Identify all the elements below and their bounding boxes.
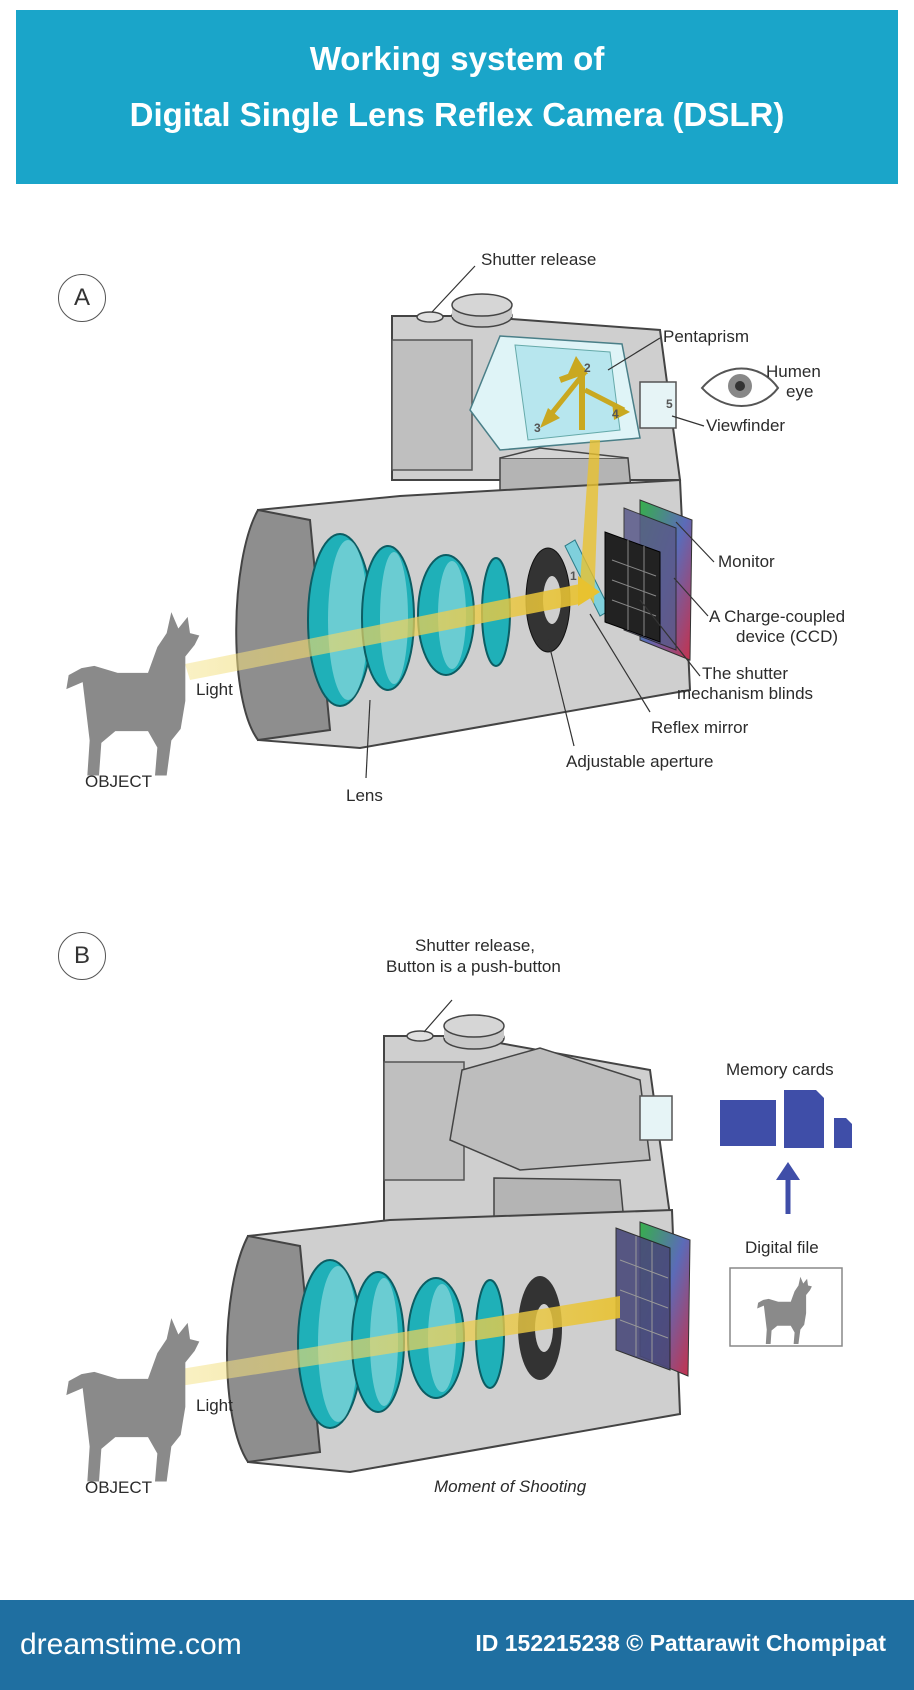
arrow-up-icon (776, 1162, 800, 1214)
path-number-4: 4 (612, 407, 619, 421)
footer-credit: ID 152215238 © Pattarawit Chompipat (475, 1630, 886, 1656)
path-number-2: 2 (584, 361, 591, 375)
path-number-3: 3 (534, 421, 541, 435)
label-monitor: Monitor (718, 552, 775, 571)
title-banner (16, 10, 898, 184)
leader-lines-a (365, 265, 715, 779)
title-line-1: Working system of (309, 40, 605, 77)
label-shutter-blinds-1: The shutter (702, 664, 788, 683)
label-lens: Lens (346, 786, 383, 805)
title-line-2: Digital Single Lens Reflex Camera (DSLR) (129, 96, 785, 133)
label-object-b: OBJECT (85, 1478, 153, 1497)
label-digital-file: Digital file (745, 1238, 819, 1257)
camera-a (185, 293, 693, 750)
label-ccd-2: device (CCD) (736, 627, 839, 646)
label-shutter-blinds-2: mechanism blinds (677, 684, 814, 703)
section-marker-b: B (58, 932, 106, 980)
label-humen-eye-1: Humen (766, 362, 821, 381)
label-humen-eye-2: eye (786, 382, 814, 401)
label-shutter-release: Shutter release (481, 250, 597, 269)
dog-object-b-icon (66, 1318, 200, 1482)
section-marker-a: A (58, 274, 106, 322)
path-number-5: 5 (666, 397, 673, 411)
label-viewfinder: Viewfinder (706, 416, 786, 435)
label-ccd-1: A Charge-coupled (709, 607, 846, 626)
eye-icon (700, 367, 780, 407)
label-shutter-release-b-1: Shutter release, (415, 936, 536, 955)
footer-bar (0, 1600, 914, 1690)
label-light-b: Light (196, 1396, 233, 1415)
label-memory-cards: Memory cards (726, 1060, 834, 1079)
label-object-a: OBJECT (85, 772, 153, 791)
label-adjustable-aperture: Adjustable aperture (566, 752, 714, 771)
dog-object-a-icon (66, 612, 200, 776)
label-shutter-release-b-2: Button is a push-button (386, 957, 561, 976)
label-reflex-mirror: Reflex mirror (651, 718, 749, 737)
memory-cards-icon (720, 1090, 852, 1148)
path-number-1: 1 (570, 569, 577, 583)
footer-brand[interactable]: dreamstime.com (20, 1628, 242, 1661)
label-light-a: Light (196, 680, 233, 699)
leader-lines-b (423, 999, 453, 1033)
camera-b (175, 1014, 691, 1474)
label-pentaprism: Pentaprism (663, 327, 749, 346)
caption-moment-of-shooting: Moment of Shooting (434, 1477, 587, 1496)
